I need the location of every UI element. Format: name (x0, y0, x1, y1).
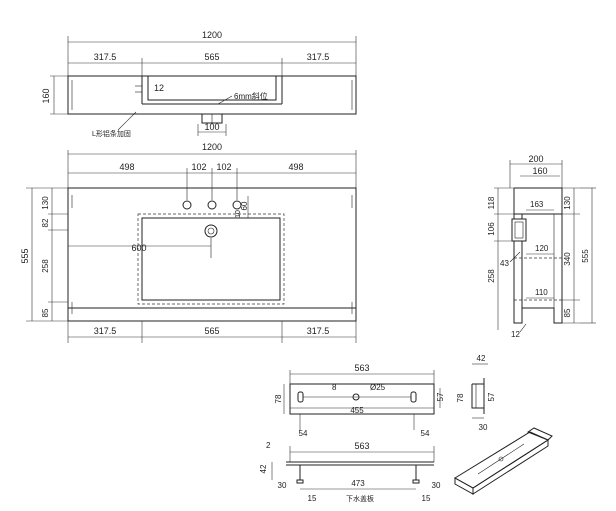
side-258-dim: 258 (487, 269, 496, 283)
bracket-front-right: 30 (432, 481, 441, 490)
bracket-side-height-left: 78 (456, 393, 465, 402)
bracket-height-left: 78 (274, 394, 283, 403)
top-view: 1200 317.5 565 317.5 12 6mm斜位 160 (41, 30, 357, 138)
front-basin-width-dim: 600 (131, 243, 146, 253)
top-drain-dim: 100 (204, 122, 219, 132)
top-left-dim: 317.5 (94, 52, 117, 62)
front-bottom-mid-dim: 565 (204, 326, 219, 336)
bracket-front-foot-left: 15 (308, 494, 317, 503)
bracket-hole-dia: Ø25 (370, 383, 386, 392)
side-130-dim: 130 (563, 196, 572, 210)
bracket-length-dim: 563 (354, 363, 369, 373)
front-bottom-left-dim: 317.5 (94, 326, 117, 336)
front-258-dim: 258 (41, 259, 50, 273)
front-overall-dim: 1200 (202, 142, 222, 152)
top-overall-dim: 1200 (202, 30, 222, 40)
side-110-dim: 110 (535, 288, 548, 297)
front-130-dim: 130 (41, 196, 50, 210)
side-106-dim: 106 (487, 222, 496, 236)
bracket-front-length: 563 (354, 441, 369, 451)
front-seg1-dim: 498 (119, 162, 134, 172)
front-seg3-dim: 102 (216, 162, 231, 172)
front-view: 1200 498 102 102 498 600 60 (20, 142, 357, 343)
side-12-dim: 12 (511, 330, 520, 339)
side-view: 200 160 118 106 258 43 163 120 110 (487, 154, 596, 339)
bracket-front-span: 473 (351, 479, 365, 488)
side-340-dim: 340 (563, 252, 572, 266)
bracket-side-view: 42 78 57 30 (456, 354, 496, 432)
front-seg4-dim: 498 (288, 162, 303, 172)
top-mid-dim: 565 (204, 52, 219, 62)
bracket-front-view: 2 563 42 473 30 30 15 15 下水盖板 (259, 441, 441, 503)
bracket-top-view: 563 8 Ø25 455 78 57 54 54 (274, 363, 445, 438)
side-inner-dim: 160 (532, 166, 547, 176)
side-top-dim: 200 (528, 154, 543, 164)
bracket-front-caption: 下水盖板 (346, 494, 374, 503)
bracket-hole-dim: 8 (332, 383, 337, 392)
top-offset-dim: 12 (154, 83, 164, 93)
bracket-height-right: 57 (436, 392, 445, 401)
bracket-side-width: 42 (477, 354, 486, 363)
front-10-dim: 10 (235, 210, 242, 218)
bracket-thickness-dim: 2 (266, 441, 271, 450)
top-bracket-note: L形铝条加固 (92, 129, 131, 138)
front-height-dim: 555 (20, 248, 30, 263)
top-slope-note: 6mm斜位 (234, 91, 268, 101)
bracket-side-height-right: 57 (487, 392, 496, 401)
front-82-dim: 82 (41, 218, 50, 227)
side-118-dim: 118 (487, 196, 496, 209)
bracket-edge-right: 54 (421, 429, 430, 438)
bracket-edge-left: 54 (299, 429, 308, 438)
side-85-dim: 85 (563, 308, 572, 317)
top-height-dim: 160 (41, 88, 51, 103)
side-120-dim: 120 (535, 244, 549, 253)
side-43-dim: 43 (500, 259, 509, 268)
front-60-dim: 60 (240, 201, 249, 210)
top-right-dim: 317.5 (307, 52, 330, 62)
bracket-front-foot-right: 15 (422, 494, 431, 503)
side-555-dim: 555 (581, 249, 590, 263)
bracket-side-bottom: 30 (479, 423, 488, 432)
front-85-dim: 85 (41, 308, 50, 317)
front-seg2-dim: 102 (191, 162, 206, 172)
front-bottom-right-dim: 317.5 (307, 326, 330, 336)
side-163-dim: 163 (530, 200, 544, 209)
bracket-isometric (454, 427, 553, 495)
bracket-spacing-dim: 455 (350, 406, 364, 415)
bracket-front-left: 30 (278, 481, 287, 490)
bracket-front-height: 42 (259, 464, 268, 473)
